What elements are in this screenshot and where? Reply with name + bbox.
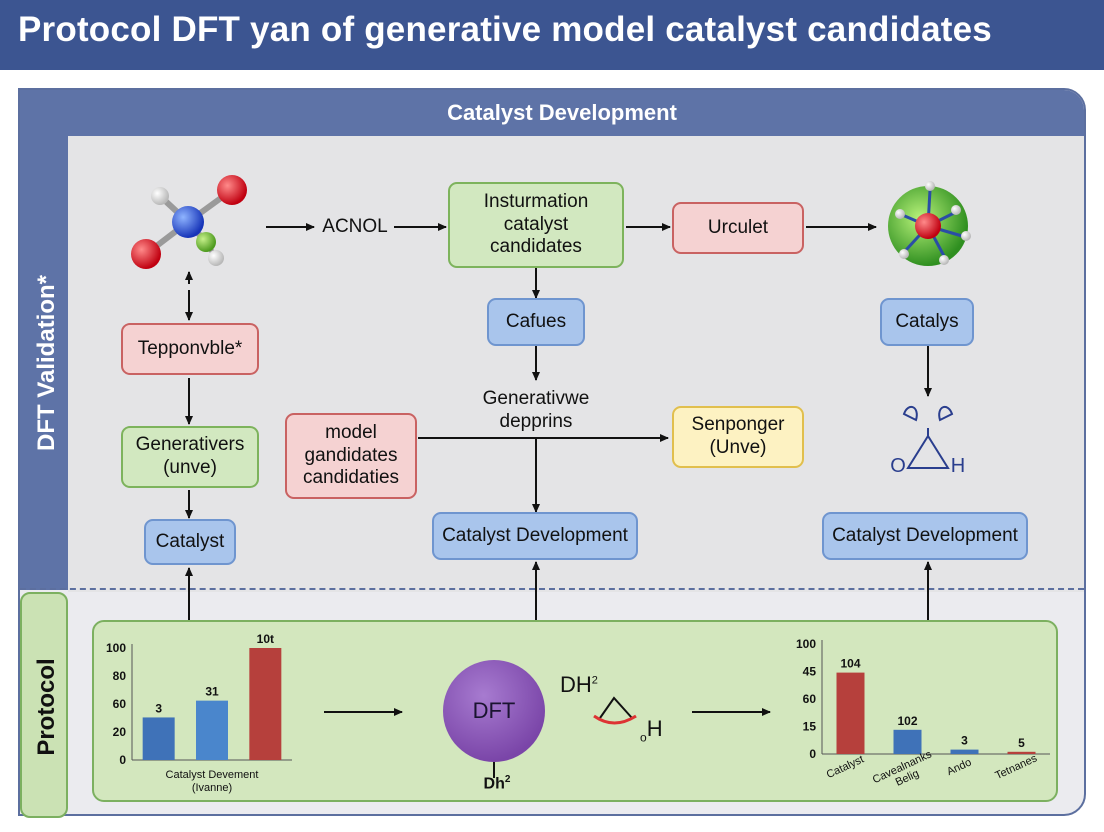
molecule-icon	[131, 175, 247, 269]
catalys-label: Catalys	[895, 310, 959, 332]
bar	[836, 672, 865, 754]
y-tick-label: 100	[106, 641, 126, 655]
title-bar: Protocol DFT yan of generative model cat…	[0, 0, 1104, 70]
generative-depprins-label: Generativwe depprins	[482, 388, 590, 432]
data-label: 3	[155, 701, 162, 715]
bar	[1007, 751, 1036, 754]
h-label: oH	[640, 716, 680, 745]
h-sub: o	[640, 730, 647, 745]
instrumation-label: Insturmation catalyst candidates	[483, 190, 589, 258]
dashed-divider	[20, 588, 1084, 590]
senponger-node: Senponger (Unve)	[672, 406, 804, 468]
data-label: 102	[897, 714, 917, 728]
data-label: 10t	[257, 632, 274, 646]
cafues-node: Cafues	[487, 298, 585, 346]
bar	[196, 700, 228, 760]
model-candidates-node: model gandidates candidaties	[285, 413, 417, 499]
y-tick-label: 100	[796, 637, 816, 651]
dft-circle	[443, 660, 545, 778]
header-band: Catalyst Development	[20, 90, 1084, 136]
category-label: Tetnanes	[993, 752, 1039, 782]
x-axis-label: Catalyst Devement(Ivanne)	[166, 769, 259, 794]
catalys-node: Catalys	[880, 298, 974, 346]
tepponvble-label: Tepponvble*	[137, 337, 243, 359]
y-tick-label: 80	[113, 669, 127, 683]
y-tick-label: 0	[119, 753, 126, 767]
acnol-label: ACNOL	[322, 216, 388, 237]
dh2-top-text: DH	[560, 672, 592, 697]
dft-circle-label: DFT	[472, 698, 516, 723]
header-title: Catalyst Development	[447, 100, 677, 125]
dh2-bottom-sup: 2	[504, 774, 511, 785]
dh2-top-sub: 2	[591, 674, 598, 687]
category-label: Ando	[945, 756, 973, 778]
y-tick-label: 45	[803, 665, 817, 679]
tepponvble-node: Tepponvble*	[121, 323, 259, 375]
protocol-tab	[20, 592, 68, 818]
molecule-glyph-icon	[902, 405, 954, 469]
bar	[893, 729, 922, 754]
page-title: Protocol DFT yan of generative model cat…	[18, 10, 992, 49]
urculet-node: Urculet	[672, 202, 804, 254]
urculet-label: Urculet	[707, 216, 769, 238]
y-tick-label: 0	[809, 747, 816, 761]
model-candidates-label: model gandidates candidaties	[302, 421, 400, 489]
bar	[249, 648, 282, 760]
data-label: 5	[1018, 736, 1025, 750]
left-band	[20, 136, 68, 590]
instrumation-node: Insturmation catalyst candidates	[448, 182, 624, 268]
catalyst-development-mid-node: Catalyst Development	[432, 512, 638, 560]
glyph-h-label: H	[950, 455, 966, 477]
generativers-label: Generativers (unve)	[135, 434, 245, 478]
category-label: CavealnanksBelig	[871, 748, 939, 797]
data-label: 104	[840, 657, 860, 671]
y-tick-label: 20	[113, 725, 127, 739]
senponger-label: Senponger (Unve)	[691, 414, 785, 458]
bar	[950, 749, 979, 754]
data-label: 3	[961, 734, 968, 748]
cafues-label: Cafues	[505, 310, 567, 332]
glyph-o-label: O	[890, 455, 906, 477]
y-tick-label: 60	[113, 697, 127, 711]
catalyst-development-right-label: Catalyst Development	[832, 524, 1018, 546]
catalyst-label: Catalyst	[155, 530, 225, 552]
catalyst-node: Catalyst	[144, 519, 236, 565]
generativers-node: Generativers (unve)	[121, 426, 259, 488]
catalyst-development-right-node: Catalyst Development	[822, 512, 1028, 560]
dh2-bottom-label: Dh2	[472, 774, 522, 794]
bar	[142, 717, 175, 760]
dh2-top-label: DH2	[560, 672, 620, 698]
h-text: H	[646, 716, 663, 741]
data-label: 31	[205, 685, 219, 699]
category-label: Catalyst	[825, 753, 866, 781]
dh2-glyph-icon	[593, 696, 637, 725]
y-tick-label: 15	[803, 720, 817, 734]
y-tick-label: 60	[803, 692, 817, 706]
dh2-bottom-text: Dh	[483, 775, 505, 793]
catalyst-cluster-icon	[888, 181, 971, 266]
catalyst-development-mid-label: Catalyst Development	[442, 524, 628, 546]
